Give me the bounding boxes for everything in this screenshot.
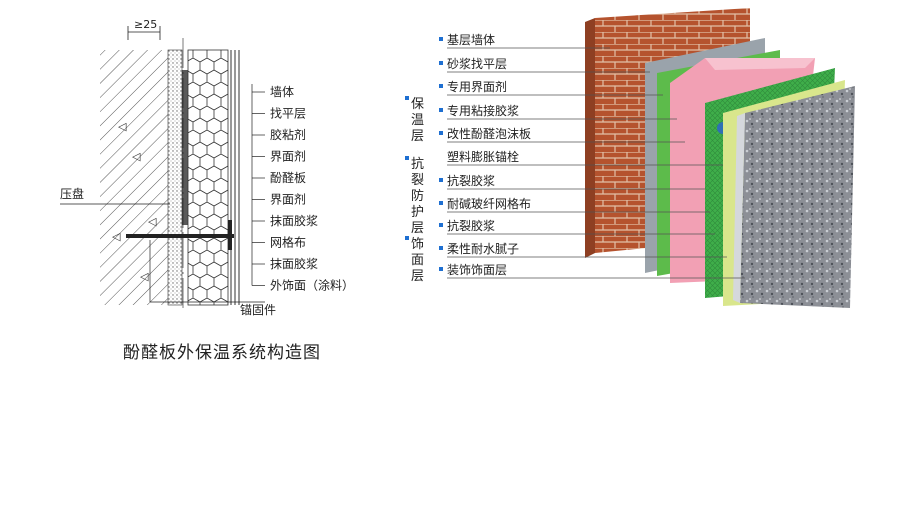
group-header-char: 裂 (411, 173, 424, 188)
iso-label: 基层墙体 (447, 33, 495, 47)
dimension-label: ≥25 (134, 18, 157, 31)
iso-label: 专用界面剂 (447, 79, 507, 94)
iso-label: 专用粘接胶浆 (447, 103, 519, 118)
iso-label: 抗裂胶浆 (447, 218, 495, 233)
svg-text:◁: ◁ (132, 150, 141, 163)
iso-label-group: 基层墙体砂浆找平层专用界面剂专用粘接胶浆改性酚醛泡沫板塑料膨胀锚栓抗裂胶浆耐碱玻… (439, 33, 745, 279)
section-label: 抹面胶浆 (270, 256, 318, 271)
left-label: 压盘 (60, 186, 84, 201)
leveling-layer (167, 49, 183, 306)
section-drawing: ≥25 ◁ ◁ ◁ ◁ ◁ 压盘 锚固件 墙体找平层胶粘剂界面剂酚醛板界面剂抹面… (60, 10, 400, 380)
section-label: 外饰面（涂料） (270, 278, 354, 293)
anchor-bolt (126, 234, 234, 238)
label-bullet-icon (439, 246, 443, 250)
group-header-char: 饰 (411, 237, 424, 252)
label-bullet-icon (439, 131, 443, 135)
group-header-char: 抗 (411, 157, 424, 172)
adhesive-strip (182, 70, 188, 225)
iso-label: 耐碱玻纤网格布 (447, 196, 531, 211)
iso-label: 柔性耐水腻子 (447, 242, 519, 256)
group-header-char: 防 (411, 188, 424, 204)
group-bullet-icon (405, 236, 409, 240)
iso-label: 砂浆找平层 (447, 56, 507, 71)
section-label: 找平层 (270, 107, 306, 121)
label-bullet-icon (439, 201, 443, 205)
group-header-char: 面 (411, 253, 424, 268)
iso-label: 抗裂胶浆 (447, 173, 495, 188)
phenolic-board (187, 49, 229, 306)
group-header-char: 护 (411, 205, 424, 220)
svg-text:◁: ◁ (112, 230, 121, 243)
group-bullet-icon (405, 96, 409, 100)
bottom-label: 锚固件 (240, 302, 276, 317)
group-header-char: 层 (411, 129, 424, 144)
label-bullet-icon (439, 178, 443, 182)
label-bullet-icon (439, 37, 443, 41)
group-bullet-icon (405, 156, 409, 160)
group-header-char: 温 (411, 113, 424, 128)
section-label: 胶粘剂 (270, 127, 306, 142)
iso-label: 改性酚醛泡沫板 (447, 126, 531, 141)
wall-body (100, 50, 168, 305)
section-label: 抹面胶浆 (270, 213, 318, 228)
iso-drawing: 保温层抗裂防护层饰面层 基层墙体砂浆找平层专用界面剂专用粘接胶浆改性酚醛泡沫板塑… (405, 8, 885, 308)
wall-triangle-mark: ◁ (118, 120, 127, 133)
group-header-char: 保 (411, 97, 424, 112)
section-label: 网格布 (270, 235, 306, 250)
section-label: 酚醛板 (270, 170, 306, 185)
iso-label: 装饰饰面层 (447, 263, 507, 277)
finish-layer (740, 86, 855, 308)
label-bullet-icon (439, 61, 443, 65)
label-bullet-icon (439, 223, 443, 227)
pressure-plate (228, 220, 232, 250)
section-svg: ≥25 ◁ ◁ ◁ ◁ ◁ 压盘 锚固件 墙体找平层胶粘剂界面剂酚醛板界面剂抹面… (60, 18, 354, 317)
svg-text:◁: ◁ (148, 215, 157, 228)
section-label: 界面剂 (270, 149, 306, 164)
section-label: 墙体 (270, 85, 294, 99)
label-bullet-icon (439, 267, 443, 271)
label-bullet-icon (439, 84, 443, 88)
section-label: 界面剂 (270, 192, 306, 207)
group-header-char: 层 (411, 269, 424, 284)
iso-label: 塑料膨胀锚栓 (447, 149, 519, 164)
svg-text:◁: ◁ (140, 270, 149, 283)
label-bullet-icon (439, 108, 443, 112)
figure-caption: 酚醛板外保温系统构造图 (123, 343, 321, 363)
group-header-char: 层 (411, 221, 424, 236)
